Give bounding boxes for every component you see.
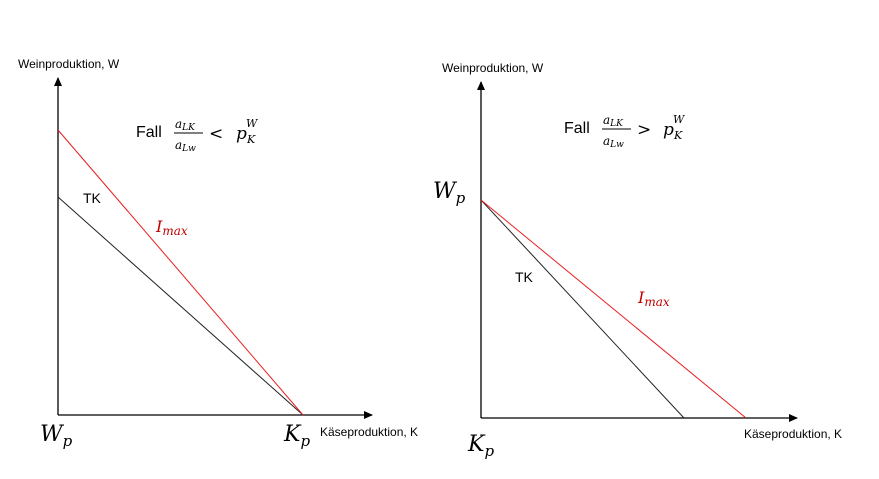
right-fall-label: Fall [564,120,590,137]
left-fraction-numerator: aLK [175,117,196,133]
right-relation-sign: > [637,120,651,140]
left-imax-label: Imax [155,217,188,238]
right-imax-label: Imax [637,288,670,309]
left-relation-sign: < [209,124,223,144]
right-fraction-numerator: aLK [603,113,624,129]
left-tk-line [57,196,304,416]
right-price-subscript: K [673,129,683,142]
left-condition-formula: Fall aLK aLw < p W K [136,117,259,154]
left-price-symbol: p [236,124,247,144]
left-x-intercept-label: Kp [283,422,310,450]
left-fall-label: Fall [136,124,162,141]
right-y-intercept-label: Wp [433,179,466,207]
right-imax-line [480,199,747,419]
right-tk-line [480,199,685,419]
right-origin-label: Kp [467,432,494,460]
left-origin-label: Wp [40,422,73,450]
left-price-subscript: K [246,133,256,146]
right-x-axis-label: Käseproduktion, K [744,427,842,441]
right-price-superscript: W [673,113,686,126]
left-y-axis-label: Weinproduktion, W [18,57,120,71]
left-fraction-denominator: aLw [175,138,196,154]
right-diagram: Weinproduktion, W Käseproduktion, K TK I… [433,61,842,460]
left-diagram: Weinproduktion, W Käseproduktion, K TK I… [18,57,418,450]
left-price-superscript: W [246,117,259,130]
right-fraction-denominator: aLw [603,134,624,150]
right-condition-formula: Fall aLK aLw > p W K [564,113,686,150]
left-tk-label: TK [83,190,102,206]
left-imax-line [57,129,304,416]
right-price-symbol: p [663,120,674,140]
right-y-axis-label: Weinproduktion, W [442,61,544,75]
left-x-axis-label: Käseproduktion, K [320,425,418,439]
right-tk-label: TK [515,269,534,285]
